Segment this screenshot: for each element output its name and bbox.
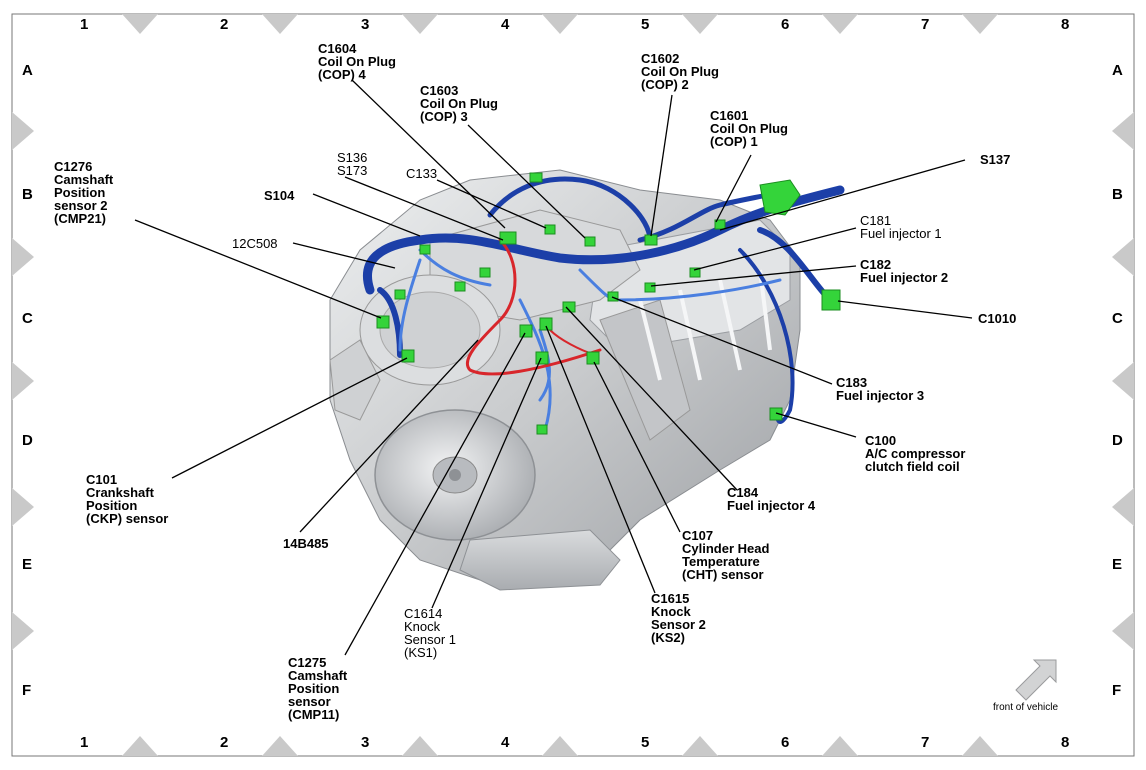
grid-col-top-5: 5 bbox=[641, 16, 650, 33]
label-c184: C184 Fuel injector 4 bbox=[727, 485, 816, 513]
label-c181: C181 Fuel injector 1 bbox=[860, 213, 942, 241]
label-c1601: C1601 Coil On Plug (COP) 1 bbox=[710, 108, 788, 149]
grid-row-right-e: E bbox=[1112, 556, 1123, 573]
leader-lines bbox=[134, 79, 973, 656]
grid-row-left-c: C bbox=[22, 310, 33, 327]
label-c1275: C1275 Camshaft Position sensor (CMP11) bbox=[288, 655, 348, 722]
label-c1010: C1010 bbox=[978, 311, 1017, 326]
label-14b485: 14B485 bbox=[283, 536, 329, 551]
grid-col-bottom-7: 7 bbox=[921, 734, 930, 751]
grid-col-top-2: 2 bbox=[220, 16, 229, 33]
label-c133: C133 bbox=[406, 166, 438, 181]
grid-col-top-1: 1 bbox=[80, 16, 89, 33]
grid-markers-left bbox=[12, 112, 34, 650]
connector-markers bbox=[376, 172, 841, 435]
label-s104: S104 bbox=[264, 188, 295, 203]
label-c1604: C1604 Coil On Plug (COP) 4 bbox=[318, 41, 396, 82]
label-c1615: C1615 Knock Sensor 2 (KS2) bbox=[651, 591, 706, 645]
grid-col-top-3: 3 bbox=[361, 16, 370, 33]
label-c101: C101 Crankshaft Position (CKP) sensor bbox=[86, 472, 169, 526]
label-s136-s173: S136 S173 bbox=[337, 150, 368, 178]
grid-row-right-b: B bbox=[1112, 186, 1123, 203]
grid-markers-top bbox=[122, 14, 998, 34]
grid-row-left-d: D bbox=[22, 432, 33, 449]
front-of-vehicle-label: front of vehicle bbox=[993, 702, 1059, 713]
label-s137: S137 bbox=[980, 152, 1011, 167]
grid-markers-bottom bbox=[122, 736, 998, 756]
grid-row-right-a: A bbox=[1112, 62, 1123, 79]
grid-col-top-6: 6 bbox=[781, 16, 790, 33]
label-c1602: C1602 Coil On Plug (COP) 2 bbox=[641, 51, 719, 92]
grid-col-bottom-8: 8 bbox=[1061, 734, 1070, 751]
label-c1276: C1276 Camshaft Position sensor 2 (CMP21) bbox=[54, 159, 114, 226]
grid-row-left-e: E bbox=[22, 556, 33, 573]
grid-markers-right bbox=[1112, 112, 1134, 650]
grid-col-top-4: 4 bbox=[501, 16, 510, 33]
grid-col-bottom-1: 1 bbox=[80, 734, 89, 751]
grid-col-bottom-5: 5 bbox=[641, 734, 650, 751]
label-c1614: C1614 Knock Sensor 1 (KS1) bbox=[404, 606, 457, 660]
engine-illustration bbox=[329, 169, 801, 591]
front-of-vehicle-arrow-icon bbox=[1015, 659, 1057, 701]
label-c107: C107 Cylinder Head Temperature (CHT) sen… bbox=[682, 528, 770, 582]
label-12c508: 12C508 bbox=[232, 236, 278, 251]
grid-col-bottom-2: 2 bbox=[220, 734, 229, 751]
grid-row-right-f: F bbox=[1112, 682, 1122, 699]
grid-row-left-b: B bbox=[22, 186, 33, 203]
grid-row-right-c: C bbox=[1112, 310, 1123, 327]
grid-col-bottom-6: 6 bbox=[781, 734, 790, 751]
grid-col-bottom-3: 3 bbox=[361, 734, 370, 751]
label-c1603: C1603 Coil On Plug (COP) 3 bbox=[420, 83, 498, 124]
grid-row-left-f: F bbox=[22, 682, 32, 699]
grid-col-top-7: 7 bbox=[921, 16, 930, 33]
grid-col-bottom-4: 4 bbox=[501, 734, 510, 751]
grid-col-top-8: 8 bbox=[1061, 16, 1070, 33]
label-c100: C100 A/C compressor clutch field coil bbox=[865, 433, 966, 474]
grid-row-left-a: A bbox=[22, 62, 33, 79]
grid-row-right-d: D bbox=[1112, 432, 1123, 449]
label-c182: C182 Fuel injector 2 bbox=[860, 257, 949, 285]
label-c183: C183 Fuel injector 3 bbox=[836, 375, 925, 403]
